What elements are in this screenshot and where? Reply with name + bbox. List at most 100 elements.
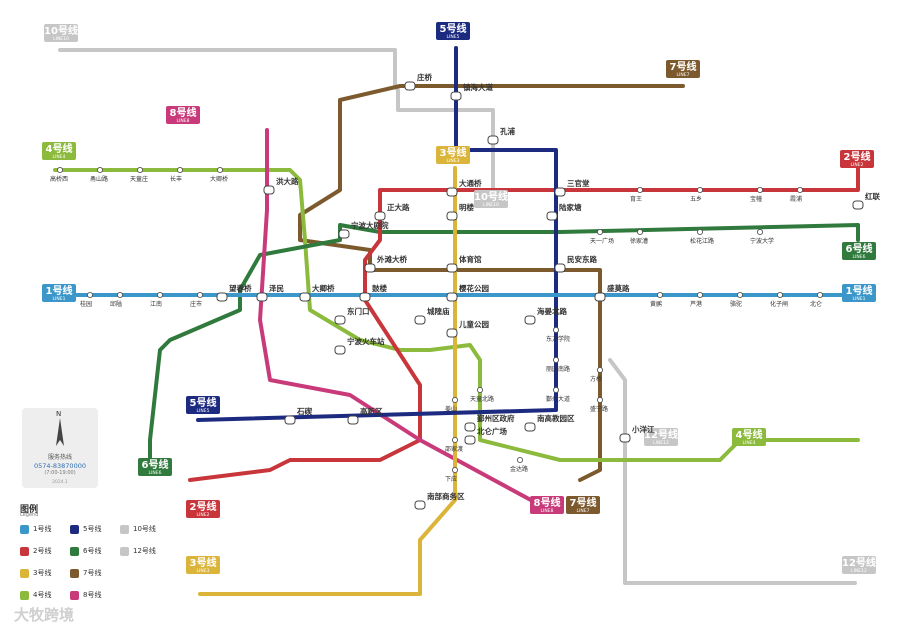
station-dot[interactable] [777, 292, 782, 297]
transfer-station[interactable] [339, 230, 349, 238]
badge-number: 3号线 [190, 556, 217, 569]
station-dot[interactable] [597, 397, 602, 402]
badge-sub: LINE7 [677, 72, 690, 78]
legend-label: 10号线 [133, 525, 156, 533]
station-dot[interactable] [553, 357, 558, 362]
station-label: 明楼 [459, 202, 474, 212]
station-label: 长丰 [170, 175, 182, 183]
station-dot[interactable] [817, 292, 822, 297]
transfer-station[interactable] [405, 82, 415, 90]
station-dot[interactable] [452, 437, 457, 442]
transfer-station[interactable] [555, 188, 565, 196]
line4-badge: 4号线LINE4 [42, 142, 76, 160]
transfer-station[interactable] [451, 92, 461, 100]
transfer-station[interactable] [360, 293, 370, 301]
station-dot[interactable] [697, 292, 702, 297]
line12-route [610, 360, 855, 583]
station-label: 镇海大道 [463, 82, 493, 92]
station-label: 松花江路 [690, 237, 714, 245]
transfer-station[interactable] [447, 212, 457, 220]
north-label: N [56, 410, 61, 418]
station-dot[interactable] [597, 229, 602, 234]
station-label: 红联 [865, 191, 880, 201]
legend-label: 2号线 [33, 547, 51, 555]
transfer-station[interactable] [447, 293, 457, 301]
transfer-station[interactable] [447, 329, 457, 337]
station-dot[interactable] [517, 457, 522, 462]
legend-item-line2: 2号线 [20, 546, 51, 560]
station-label: 正大路 [387, 202, 410, 212]
transfer-station[interactable] [217, 293, 227, 301]
transfer-station[interactable] [465, 423, 475, 431]
station-dot[interactable] [637, 229, 642, 234]
transfer-station[interactable] [853, 201, 863, 209]
station-dot[interactable] [657, 292, 662, 297]
station-label: 天童北路 [470, 395, 494, 403]
transfer-station[interactable] [447, 264, 457, 272]
transfer-station[interactable] [620, 434, 630, 442]
station-dot[interactable] [553, 387, 558, 392]
transfer-station[interactable] [257, 293, 267, 301]
transfer-station[interactable] [525, 423, 535, 431]
transfer-station[interactable] [525, 316, 535, 324]
station-dot[interactable] [637, 187, 642, 192]
legend-label: 1号线 [33, 525, 51, 533]
station-dot[interactable] [477, 387, 482, 392]
station-label: 霞浦 [790, 195, 802, 203]
station-dot[interactable] [452, 397, 457, 402]
line5-badge: 5号线LINE5 [436, 22, 470, 40]
station-label: 鄞州区政府 [477, 413, 515, 423]
transfer-station[interactable] [415, 316, 425, 324]
badge-number: 6号线 [142, 458, 169, 471]
transfer-station[interactable] [488, 136, 498, 144]
station-dot[interactable] [553, 327, 558, 332]
station-label: 芦港 [690, 300, 702, 308]
line2-badge: 2号线LINE2 [840, 150, 874, 168]
transfer-station[interactable] [300, 293, 310, 301]
station-dot[interactable] [697, 229, 702, 234]
transfer-station[interactable] [447, 188, 457, 196]
legend-swatch [70, 569, 79, 578]
transfer-station[interactable] [264, 186, 274, 194]
legend-label: 8号线 [83, 591, 101, 599]
transfer-station[interactable] [348, 416, 358, 424]
station-dot[interactable] [177, 167, 182, 172]
station-dot[interactable] [197, 292, 202, 297]
station-dot[interactable] [97, 167, 102, 172]
station-dot[interactable] [157, 292, 162, 297]
transfer-station[interactable] [335, 316, 345, 324]
transfer-station[interactable] [365, 264, 375, 272]
transfer-station[interactable] [285, 416, 295, 424]
station-dot[interactable] [452, 467, 457, 472]
station-dot[interactable] [217, 167, 222, 172]
station-dot[interactable] [797, 187, 802, 192]
badge-sub: LINE1 [53, 296, 66, 302]
transfer-station[interactable] [547, 212, 557, 220]
station-dot[interactable] [697, 187, 702, 192]
station-dot[interactable] [57, 167, 62, 172]
badge-sub: LINE12 [851, 568, 867, 574]
transfer-station[interactable] [465, 436, 475, 444]
transfer-station[interactable] [415, 501, 425, 509]
station-dot[interactable] [117, 292, 122, 297]
transfer-station[interactable] [595, 293, 605, 301]
badge-number: 8号线 [170, 106, 197, 119]
legend-label: 6号线 [83, 547, 101, 555]
badge-sub: LINE5 [447, 34, 460, 40]
station-label: 海晏北路 [537, 306, 567, 316]
station-dot[interactable] [597, 367, 602, 372]
badge-number: 10号线 [474, 190, 508, 203]
transfer-station[interactable] [375, 212, 385, 220]
station-dot[interactable] [737, 292, 742, 297]
station-dot[interactable] [87, 292, 92, 297]
station-label: 东方学院 [546, 335, 570, 343]
transfer-station[interactable] [555, 264, 565, 272]
station-label: 石碶 [296, 406, 312, 416]
station-dot[interactable] [137, 167, 142, 172]
station-dot[interactable] [757, 229, 762, 234]
station-dot[interactable] [757, 187, 762, 192]
station-label: 骆驼 [730, 300, 742, 308]
legend-swatch [70, 525, 79, 534]
station-label: 小洋江 [632, 424, 655, 434]
transfer-station[interactable] [335, 346, 345, 354]
